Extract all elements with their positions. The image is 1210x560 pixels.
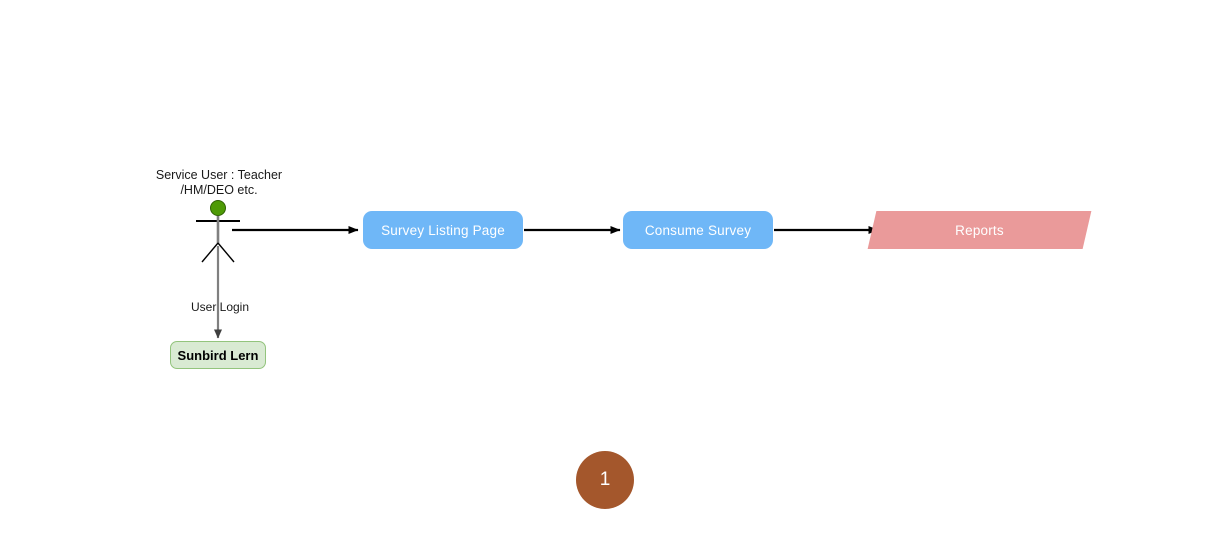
actor-caption: Service User : Teacher /HM/DEO etc. [155,168,283,197]
node-label-sunbird-lern: Sunbird Lern [177,347,259,363]
node-reports[interactable]: Reports [867,211,1092,249]
node-sunbird-lern[interactable]: Sunbird Lern [170,341,266,369]
actor-leg-right [217,242,235,263]
page-badge[interactable]: 1 [576,451,634,509]
node-survey-listing-page[interactable]: Survey Listing Page [363,211,523,249]
actor-head-icon [210,200,226,216]
page-badge-label: 1 [599,469,611,490]
node-label-consume-survey: Consume Survey [644,222,752,238]
service-user-actor [196,200,240,263]
node-consume-survey[interactable]: Consume Survey [623,211,773,249]
node-label-survey-listing-page: Survey Listing Page [381,222,505,238]
node-label-reports: Reports [955,222,1004,238]
edge-label-user-login: User Login [190,300,250,314]
actor-leg-left [201,242,219,263]
